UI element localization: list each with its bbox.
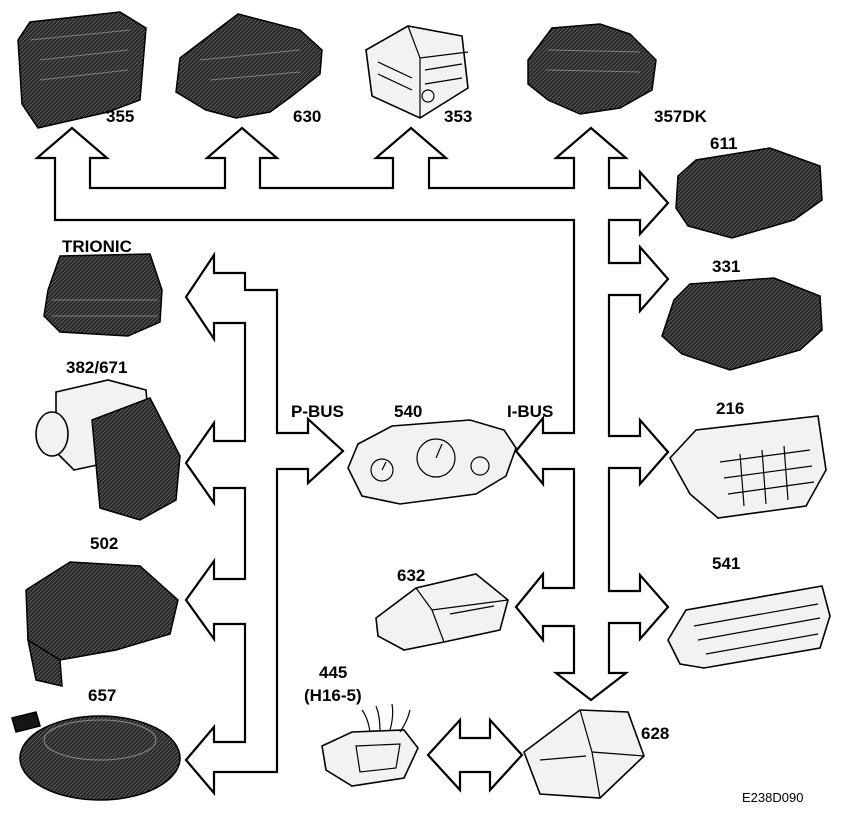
figure-code: E238D090 [742,790,803,805]
label-445-sub: (H16-5) [304,686,362,705]
module-331-image [661,277,823,371]
module-445-image [321,703,419,787]
label-357dk: 357DK [654,107,708,126]
module-357dk-image [527,23,657,115]
label-331: 331 [712,257,740,276]
diag-link-arrow [426,717,524,793]
label-355: 355 [106,107,134,126]
label-657: 657 [88,686,116,705]
module-611-image [675,147,823,239]
module-628-image [523,709,645,799]
label-353: 353 [444,107,472,126]
module-657-image [11,711,181,801]
module-630-image [175,13,323,119]
module-trionic-image [43,253,163,337]
module-355-image [17,11,147,129]
module-502-image [25,561,179,687]
label-i-bus: I-BUS [507,402,553,421]
label-trionic: TRIONIC [62,237,132,256]
label-632: 632 [397,566,425,585]
label-502: 502 [90,534,118,553]
label-216: 216 [716,399,744,418]
label-382-671: 382/671 [66,358,127,377]
p-bus-arrows [184,251,345,796]
label-445: 445 [319,663,347,682]
label-541: 541 [712,554,740,573]
module-540-image [347,419,517,505]
label-630: 630 [293,107,321,126]
module-353-image [365,25,469,119]
module-382-671-image [35,379,181,521]
bus-network [34,126,670,796]
top-bus-arrows [34,126,670,702]
module-632-image [375,573,509,651]
label-611: 611 [710,134,737,153]
label-628: 628 [641,724,669,743]
module-216-image [669,415,827,519]
module-541-image [667,585,831,669]
label-p-bus: P-BUS [291,402,344,421]
label-540: 540 [394,402,422,421]
